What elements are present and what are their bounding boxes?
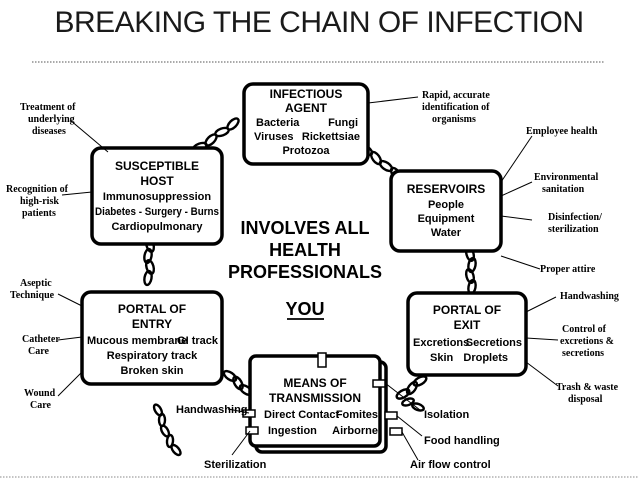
reservoir-people: People [428,199,464,211]
agent-bacteria: Bacteria [256,117,300,129]
portal-of-entry-text: PORTAL OF ENTRY Mucous membrane GI track… [87,302,219,377]
entry-respiratory-track: Respiratory track [107,350,198,362]
center-line-3: PROFESSIONALS [228,262,382,282]
note-control-2: excretions & [560,336,614,347]
transmission-heading-2: TRANSMISSION [269,391,361,405]
chain-link-reservoirs-exit [464,245,477,296]
host-diabetes-surgery-burns: Diabetes - Surgery - Burns [95,206,219,218]
transmission-labels: Handwashing Isolation Food handling Ster… [176,404,500,471]
host-cardiopulmonary: Cardiopulmonary [111,221,203,233]
infectious-agent-text: INFECTIOUS AGENT Bacteria Fungi Viruses … [254,87,360,157]
exit-skin: Skin [430,352,454,364]
portal-exit-heading-2: EXIT [454,318,481,332]
reservoir-water: Water [431,227,462,239]
note-environmental-2: sanitation [542,184,585,195]
label-food-handling: Food handling [424,435,500,447]
note-treatment-2: underlying [28,114,75,125]
infectious-agent-heading-2: AGENT [285,101,328,115]
means-of-transmission-box [248,354,382,448]
portal-of-exit-box [406,291,528,377]
transmission-fomites: Fomites [336,409,378,421]
label-sterilization: Sterilization [204,459,267,471]
susceptible-host-text: SUSCEPTIBLE HOST Immunosuppression Diabe… [95,159,219,233]
portal-entry-heading-2: ENTRY [132,317,172,331]
reservoirs-text: RESERVOIRS People Equipment Water [407,182,485,239]
note-disinfection-2: sterilization [548,224,599,235]
transmission-bars [242,352,403,436]
right-notes: Rapid, accurate identification of organi… [422,90,619,405]
portal-of-entry-box [80,290,224,386]
note-treatment-3: diseases [32,126,66,137]
transmission-ingestion: Ingestion [268,425,317,437]
note-aseptic-2: Technique [10,290,55,301]
infectious-agent-heading-1: INFECTIOUS [270,87,343,101]
exit-droplets: Droplets [463,352,508,364]
center-line-2: HEALTH [269,240,341,260]
left-notes: Treatment of underlying diseases Recogni… [6,102,76,411]
transmission-airborne: Airborne [332,425,378,437]
agent-fungi: Fungi [328,117,358,129]
note-treatment-1: Treatment of [20,102,76,113]
transmission-direct-contact: Direct Contact [264,409,340,421]
center-you: YOU [285,299,324,319]
note-rapid-2: identification of [422,102,490,113]
note-disinfection-1: Disinfection/ [548,212,602,223]
entry-broken-skin: Broken skin [121,365,184,377]
note-trash-2: disposal [568,394,603,405]
note-control-1: Control of [562,324,607,335]
note-recognition-2: high-risk [20,196,59,207]
agent-viruses: Viruses [254,131,294,143]
note-rapid-1: Rapid, accurate [422,90,490,101]
portal-exit-heading-1: PORTAL OF [433,303,501,317]
center-message: INVOLVES ALL HEALTH PROFESSIONALS YOU [228,218,382,320]
page-title: BREAKING THE CHAIN OF INFECTION [55,6,584,39]
infectious-agent-box [242,82,370,166]
portal-of-exit-text: PORTAL OF EXIT Excretions Secretions Ski… [413,303,522,364]
entry-gi-track: GI track [177,335,219,347]
transmission-heading-1: MEANS OF [283,376,346,390]
exit-secretions: Secretions [466,337,522,349]
portal-entry-heading-1: PORTAL OF [118,302,186,316]
transmission-text: MEANS OF TRANSMISSION Direct Contact Fom… [264,376,378,437]
broken-chain-left [152,403,182,457]
label-air-flow-control: Air flow control [410,459,491,471]
note-recognition-1: Recognition of [6,184,69,195]
note-trash-1: Trash & waste [556,382,619,393]
note-wound-2: Care [30,400,51,411]
reservoirs-heading: RESERVOIRS [407,182,485,196]
chain-link-exit-transmission [395,375,428,400]
exit-excretions: Excretions [413,337,469,349]
note-wound-1: Wound [24,388,56,399]
entry-mucous-membrane: Mucous membrane [87,335,187,347]
label-handwashing: Handwashing [176,404,248,416]
chain-link-entry-host [143,236,156,287]
note-aseptic-1: Aseptic [20,278,52,289]
susceptible-host-box [90,146,224,246]
note-catheter-1: Catheter [22,334,60,345]
note-handwashing-right: Handwashing [560,291,619,302]
agent-protozoa: Protozoa [282,145,330,157]
note-employee-health: Employee health [526,126,598,137]
note-environmental-1: Environmental [534,172,598,183]
note-control-3: secretions [562,348,604,359]
agent-rickettsiae: Rickettsiae [302,131,360,143]
note-recognition-3: patients [22,208,56,219]
broken-chain-right [401,397,425,412]
host-heading-1: SUSCEPTIBLE [115,159,199,173]
leader-lines [57,96,559,461]
note-proper-attire: Proper attire [540,264,596,275]
reservoirs-box [389,169,503,253]
host-heading-2: HOST [140,174,174,188]
note-catheter-2: Care [28,346,49,357]
center-line-1: INVOLVES ALL [240,218,369,238]
label-isolation: Isolation [424,409,470,421]
reservoir-equipment: Equipment [418,213,475,225]
note-rapid-3: organisms [432,114,476,125]
host-immunosuppression: Immunosuppression [103,191,211,203]
